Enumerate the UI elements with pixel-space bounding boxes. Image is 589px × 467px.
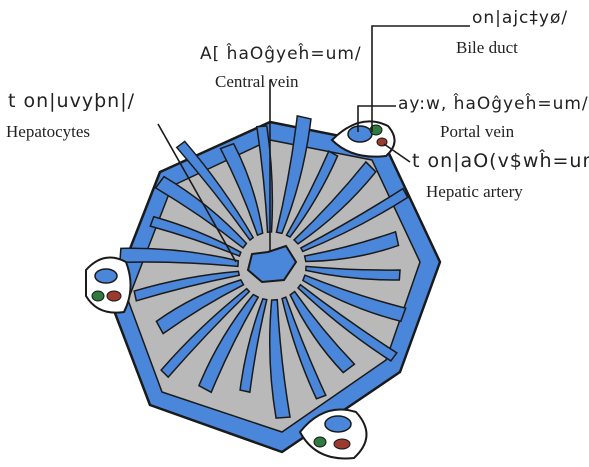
portal-vein-label: Portal vein (440, 122, 514, 142)
central-vein-label-native: A[ ĥaOĝyeĥ=um/ (200, 44, 362, 64)
hepatic-artery-label: Hepatic artery (426, 182, 523, 202)
hepatocytes-label-native: t on|uvyþn|/ (8, 90, 135, 112)
hepatic-artery-label-native: t on|aO(v$wĥ=um/ (412, 150, 589, 172)
portal-triad-left (86, 258, 131, 313)
bile-duct-label-native: on|ajc‡yø/ (472, 8, 568, 28)
bile-duct-label: Bile duct (456, 38, 518, 58)
hepatocytes-label: Hepatocytes (6, 122, 90, 142)
central-vein-label: Central vein (215, 72, 299, 92)
portal-vein-label-native: ay:w, ĥaOĝyeĥ=um/ (398, 94, 589, 114)
